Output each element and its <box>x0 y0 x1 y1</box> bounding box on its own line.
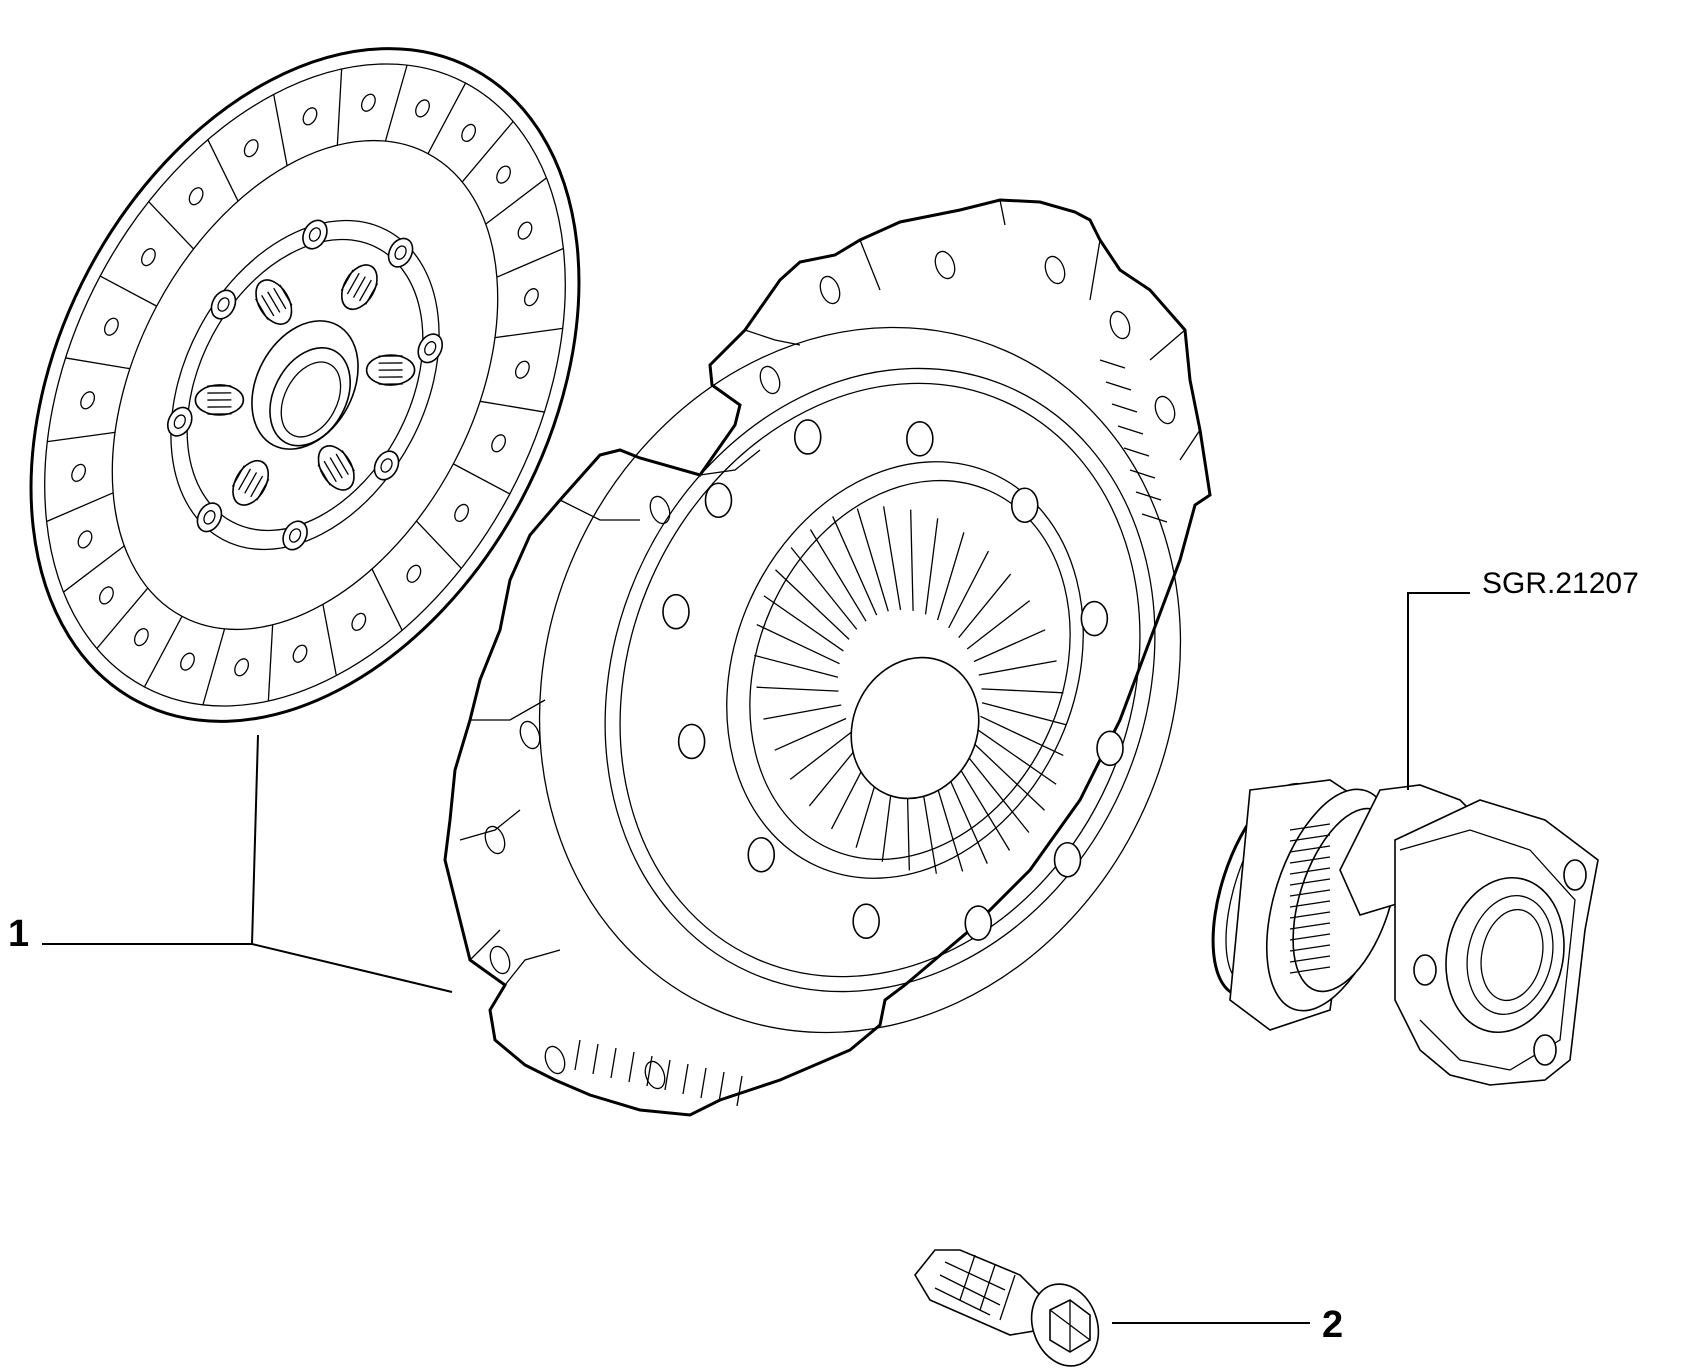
callout-part-1: 1 <box>8 913 29 955</box>
drawing-code-label: SGR.21207 <box>1482 567 1639 600</box>
leader-line-code <box>1407 592 1470 790</box>
clutch-disc <box>29 47 581 723</box>
hex-flange-bolt <box>914 1249 1100 1367</box>
callout-part-2: 2 <box>1322 1304 1343 1346</box>
clutch-pressure-plate <box>443 198 1212 1117</box>
leader-line-part-1 <box>42 734 453 993</box>
callout-leaders <box>42 592 1470 1324</box>
release-bearing-slave-cylinder <box>1211 779 1599 1086</box>
